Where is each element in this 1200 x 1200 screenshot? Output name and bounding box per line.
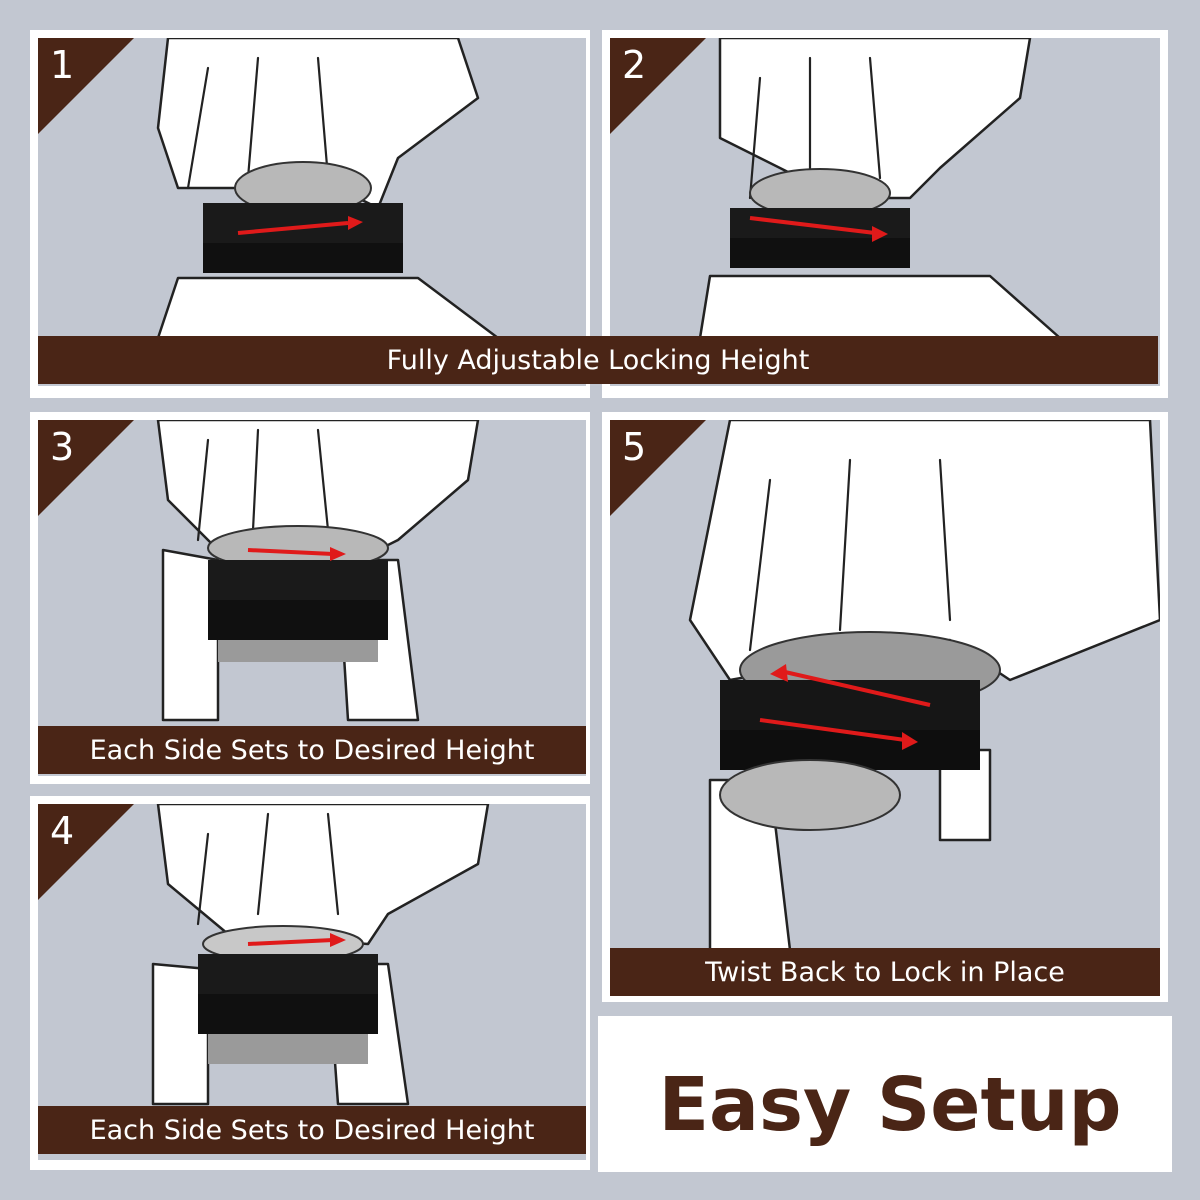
step-number: 3	[50, 425, 75, 469]
step-panel-1: 1	[38, 38, 586, 386]
step-panel-3: 3 Each Side Sets to Desired Height	[38, 420, 586, 776]
hand-illustration	[698, 38, 1062, 340]
step-number: 1	[50, 43, 75, 87]
page-title: Easy Setup	[658, 1062, 1122, 1148]
step-number: 5	[622, 425, 647, 469]
step-panel-2: 2	[610, 38, 1160, 386]
hand-illustration	[688, 420, 1160, 952]
red-rotation-arrow-icon	[237, 221, 349, 235]
step-caption-banner: Twist Back to Lock in Place	[610, 948, 1160, 996]
tamper-ring-icon	[203, 161, 403, 273]
hand-illustration	[151, 804, 490, 1106]
red-rotation-arrow-icon	[247, 938, 334, 946]
tamper-ring-icon	[198, 925, 378, 1064]
step-number-badge: 4	[38, 804, 134, 900]
red-rotation-arrow-icon	[247, 548, 334, 556]
step-number-badge: 3	[38, 420, 134, 516]
red-rotation-arrow-icon	[759, 718, 906, 742]
step-caption-banner: Fully Adjustable Locking Height	[38, 336, 1158, 384]
tamper-ring-icon	[719, 631, 1001, 831]
step-number: 2	[622, 43, 647, 87]
step-panel-5: 5 Twist Back to Lock in Place	[610, 420, 1160, 996]
step-caption-banner: Each Side Sets to Desired Height	[38, 1106, 586, 1154]
red-rotation-arrow-icon	[749, 216, 876, 235]
step-panel-4: 4 Each Side Sets to Desired Height	[38, 804, 586, 1160]
step-number-badge: 5	[610, 420, 706, 516]
hand-illustration	[156, 38, 500, 340]
step-caption-banner: Each Side Sets to Desired Height	[38, 726, 586, 774]
step-number-badge: 2	[610, 38, 706, 134]
title-frame	[598, 1016, 1172, 1172]
tamper-ring-icon	[207, 525, 389, 662]
step-number-badge: 1	[38, 38, 134, 134]
red-rotation-arrow-icon	[784, 670, 931, 707]
hand-illustration	[156, 420, 480, 722]
step-number: 4	[50, 809, 75, 853]
